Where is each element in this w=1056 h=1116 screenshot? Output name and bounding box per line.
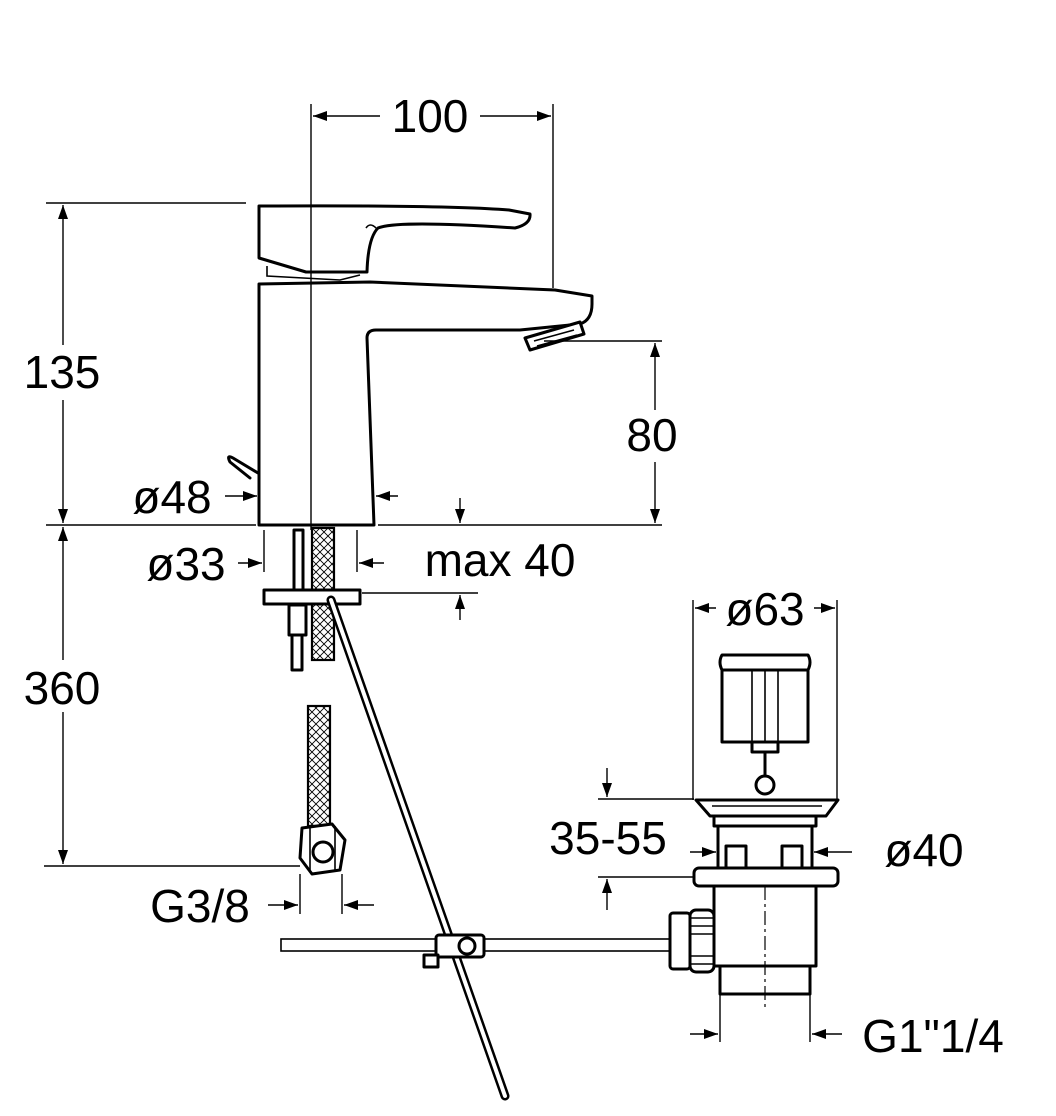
flexible-hose-lower [306, 704, 332, 828]
fixing-plate [262, 588, 362, 606]
faucet-body [257, 280, 594, 527]
label-height-135: 135 [24, 346, 101, 398]
label-spout-80: 80 [626, 409, 677, 461]
faucet [227, 204, 594, 527]
label-base-dia-48: ø48 [132, 471, 211, 523]
rod-inlet [668, 911, 692, 971]
waste-flange [694, 798, 840, 818]
label-plug-dia-63: ø63 [725, 583, 804, 635]
label-length-360: 360 [24, 662, 101, 714]
waste-nut [692, 866, 840, 888]
label-max-40: max 40 [425, 534, 576, 586]
label-width-100: 100 [392, 90, 469, 142]
label-range-35-55: 35-55 [549, 812, 667, 864]
label-waste-dia-40: ø40 [884, 824, 963, 876]
dimension-labels: 100 135 80 ø48 ø33 max 40 360 G3/8 ø63 3… [24, 90, 1004, 1062]
label-thread-g114: G1"1/4 [862, 1010, 1004, 1062]
lever-handle [257, 204, 532, 274]
dimension-lines [44, 104, 852, 1042]
label-thread-g38: G3/8 [150, 880, 250, 932]
waste-assembly [668, 653, 840, 1010]
label-hole-dia-33: ø33 [146, 538, 225, 590]
plug-head [718, 653, 812, 672]
mounting-assembly [262, 526, 362, 876]
lift-rod [227, 455, 260, 480]
